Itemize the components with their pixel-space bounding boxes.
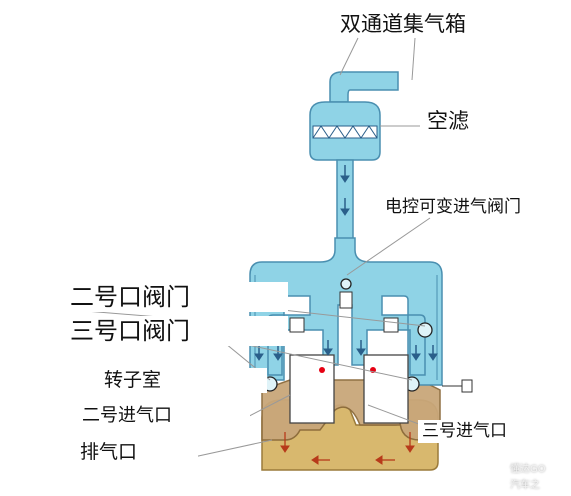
port-box-right bbox=[383, 317, 399, 333]
flow-arrows bbox=[254, 165, 438, 361]
intake-manifold bbox=[249, 237, 443, 386]
electric-valve-pivot bbox=[340, 278, 352, 290]
intake-duct-top bbox=[329, 71, 399, 103]
label-rotor-chamber: 转子室 bbox=[64, 368, 267, 393]
watermark-line1: 懂达GO bbox=[510, 464, 546, 475]
rotor-dot-left bbox=[319, 367, 325, 373]
label-port3-valve: 三号口阀门 bbox=[0, 316, 288, 346]
label-port3-intake: 三号进气口 bbox=[418, 420, 558, 443]
electric-valve-body bbox=[339, 291, 353, 309]
rotor-chamber-left bbox=[289, 354, 335, 424]
label-port2-intake: 二号进气口 bbox=[60, 404, 250, 428]
exhaust-arrows bbox=[280, 432, 415, 465]
side-valve-actuator bbox=[461, 379, 473, 393]
label-air-filter: 空滤 bbox=[427, 109, 469, 133]
port2-valve-right bbox=[417, 322, 433, 338]
port-box-left bbox=[289, 317, 305, 333]
label-port2-valve: 二号口阀门 bbox=[0, 282, 288, 312]
label-exhaust-port: 排气口 bbox=[64, 440, 198, 465]
air-filter-pattern bbox=[312, 125, 378, 139]
label-electric-valve: 电控可变进气阀门 bbox=[385, 197, 521, 217]
label-dual-channel-box: 双通道集气箱 bbox=[340, 12, 466, 36]
watermark-line2: 汽车之 bbox=[510, 480, 540, 491]
rotor-chamber-right bbox=[363, 354, 409, 424]
